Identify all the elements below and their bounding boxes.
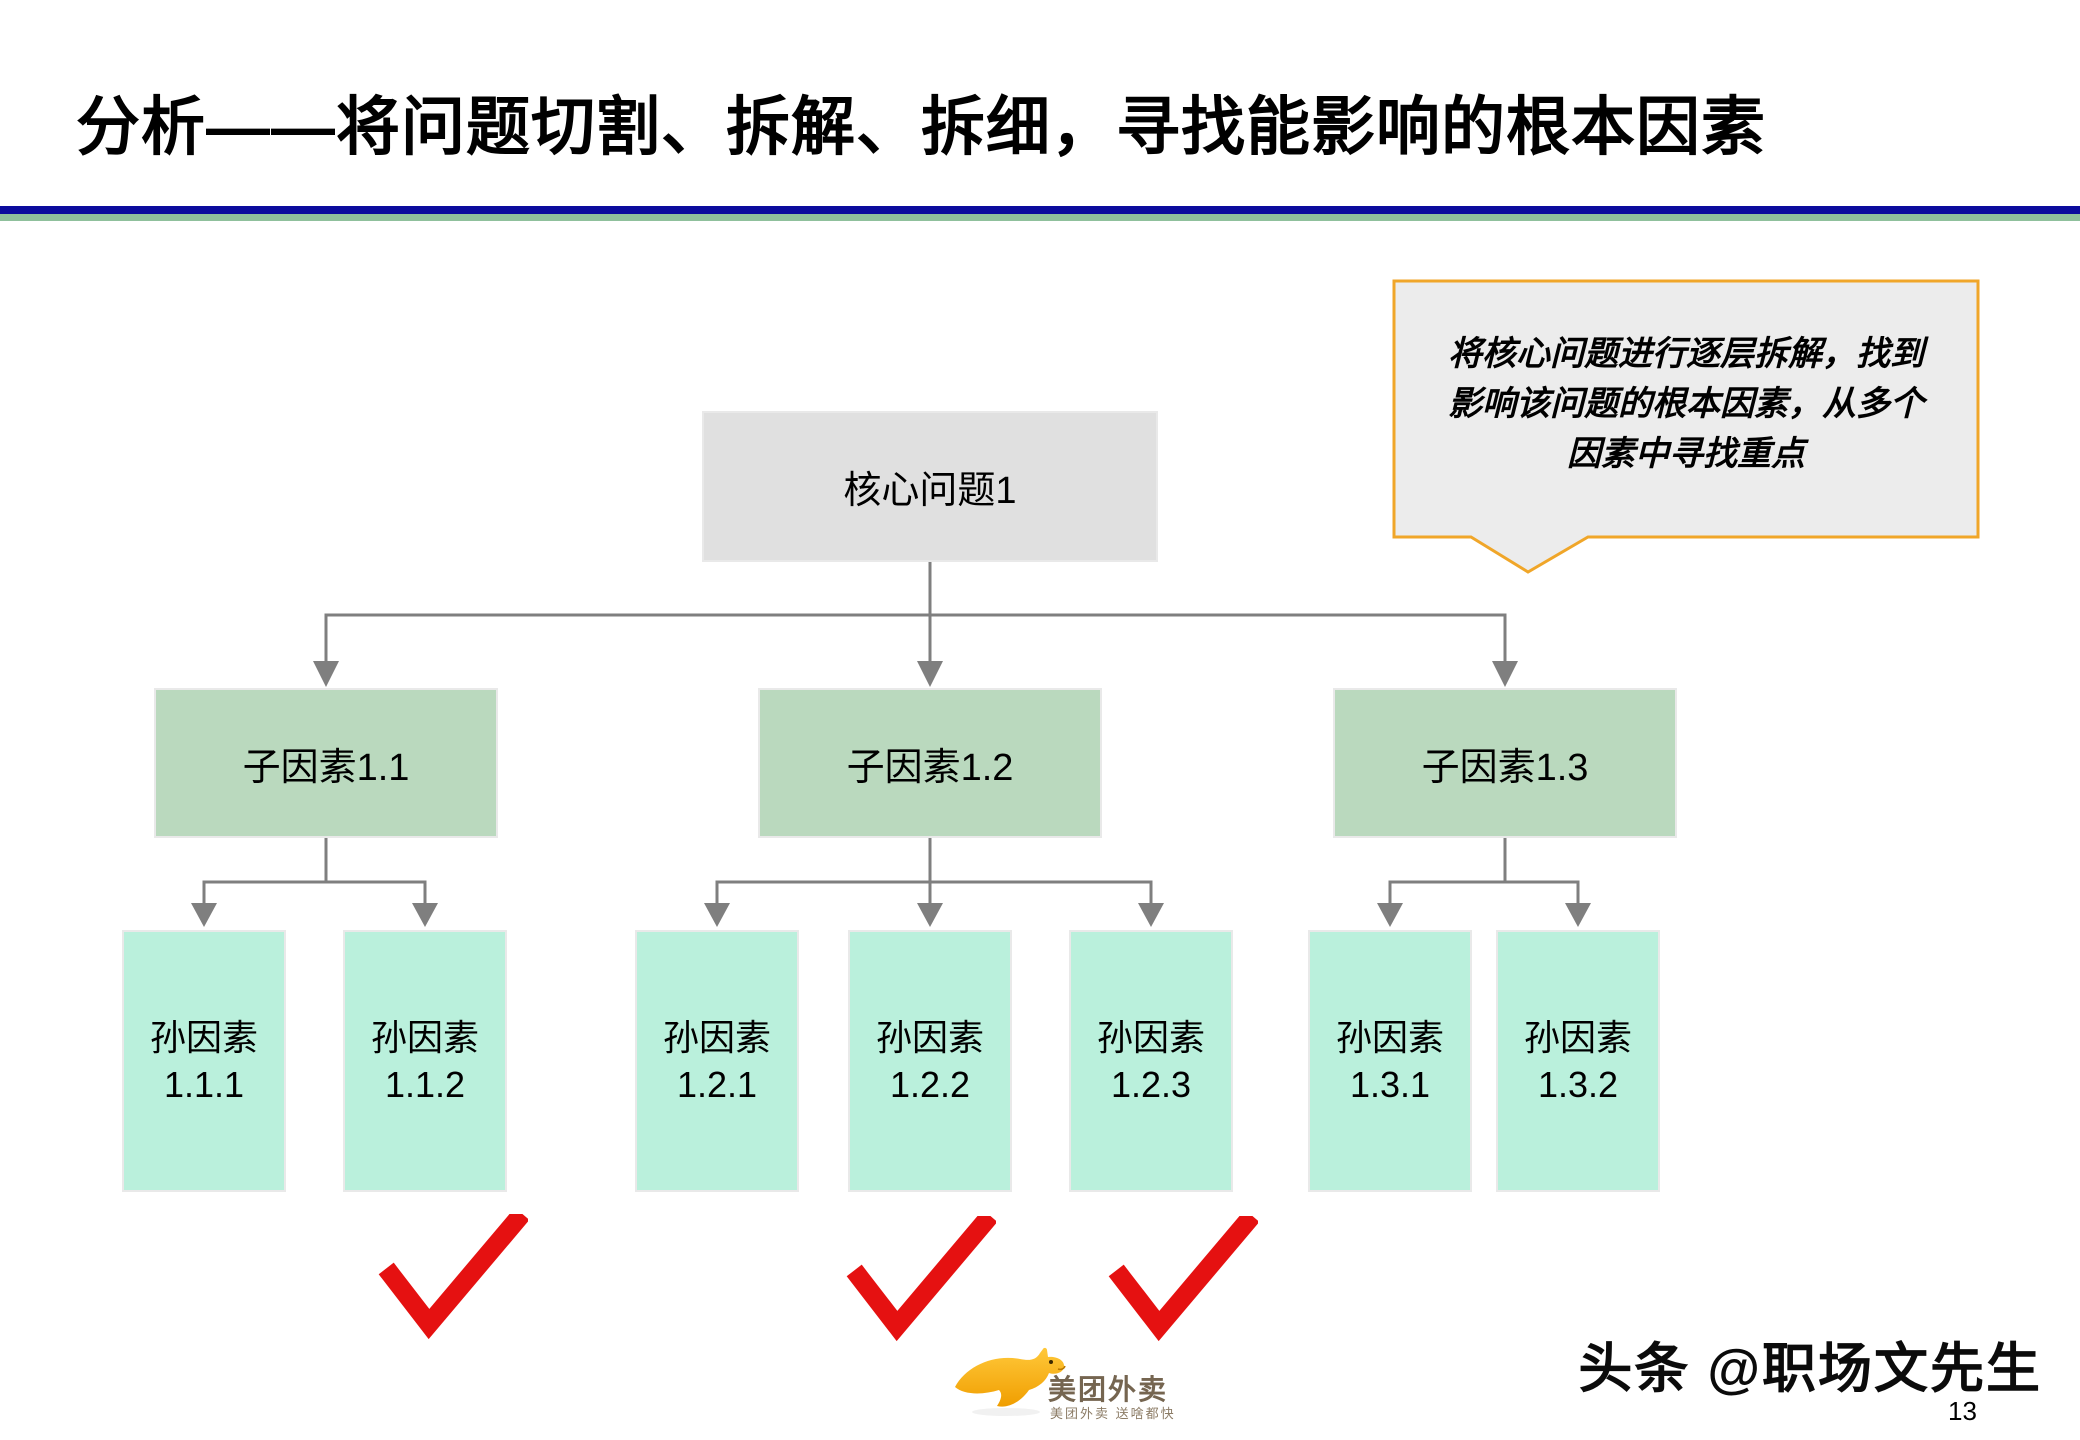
callout-text: 将核心问题进行逐层拆解，找到 影响该问题的根本因素，从多个 因素中寻找重点 [1392,329,1980,479]
node-grand-factor-1-3-1: 孙因素 1.3.1 [1308,930,1472,1192]
page-number: 13 [1948,1396,1977,1426]
node-sub-factor-1-1: 子因素1.1 [154,688,498,838]
grand-label-line2: 1.2.1 [676,1064,758,1105]
node-sub-factor-1-3-label: 子因素1.3 [1421,746,1589,789]
node-grand-factor-1-1-1: 孙因素 1.1.1 [122,930,286,1192]
connector-sub-1-1-to-grands [191,838,438,927]
check-icon-1-1-2 [378,1214,528,1340]
title-divider-blue [0,206,2080,214]
node-sub-factor-1-2-label: 子因素1.2 [846,746,1014,789]
grand-label-line1: 孙因素 [1096,1017,1205,1058]
grand-label-line2: 1.2.3 [1110,1064,1192,1105]
kangaroo-icon [955,1347,1066,1416]
grand-label-line1: 孙因素 [1523,1017,1632,1058]
brand-name: 美团外卖 [1048,1374,1169,1405]
callout-note: 将核心问题进行逐层拆解，找到 影响该问题的根本因素，从多个 因素中寻找重点 [1392,279,1980,579]
node-core-problem-1: 核心问题1 [702,411,1158,562]
node-grand-factor-1-1-2: 孙因素 1.1.2 [343,930,507,1192]
grand-label-line1: 孙因素 [1335,1017,1444,1058]
callout-line-2: 影响该问题的根本因素，从多个 [1448,385,1924,423]
node-sub-factor-1-3: 子因素1.3 [1333,688,1677,838]
connector-sub-1-2-to-grands [704,838,1164,927]
grand-label-line1: 孙因素 [149,1017,258,1058]
node-sub-factor-1-1-label: 子因素1.1 [242,746,410,789]
check-icon-1-2-2 [846,1216,996,1342]
brand-tagline: 美团外卖 送啥都快 [1050,1406,1176,1421]
title-divider-green [0,214,2080,221]
node-sub-factor-1-2: 子因素1.2 [758,688,1102,838]
watermark: 头条 @职场文先生 [1578,1339,2042,1399]
node-grand-factor-1-2-2: 孙因素 1.2.2 [848,930,1012,1192]
grand-label-line2: 1.1.1 [163,1064,245,1105]
grand-label-line2: 1.3.1 [1349,1064,1431,1105]
connector-sub-1-3-to-grands [1377,838,1591,927]
node-grand-factor-1-2-1: 孙因素 1.2.1 [635,930,799,1192]
page-title: 分析——将问题切割、拆解、拆细，寻找能影响的根本因素 [76,91,1766,163]
callout-line-1: 将核心问题进行逐层拆解，找到 [1448,335,1924,373]
node-grand-factor-1-2-3: 孙因素 1.2.3 [1069,930,1233,1192]
grand-label-line1: 孙因素 [875,1017,984,1058]
grand-label-line2: 1.1.2 [384,1064,466,1105]
grand-label-line1: 孙因素 [370,1017,479,1058]
grand-label-line2: 1.3.2 [1537,1064,1619,1105]
grand-label-line2: 1.2.2 [889,1064,971,1105]
callout-line-3: 因素中寻找重点 [1567,435,1805,473]
grand-label-line1: 孙因素 [662,1017,771,1058]
callout-bubble-shape [1392,279,1980,574]
node-core-problem-1-label: 核心问题1 [843,470,1017,512]
node-grand-factor-1-3-2: 孙因素 1.3.2 [1496,930,1660,1192]
connector-root-to-subs [313,562,1518,687]
check-icon-1-2-3 [1108,1216,1258,1342]
meituan-waimai-logo: 美团外卖 美团外卖 送啥都快 [952,1340,1252,1432]
